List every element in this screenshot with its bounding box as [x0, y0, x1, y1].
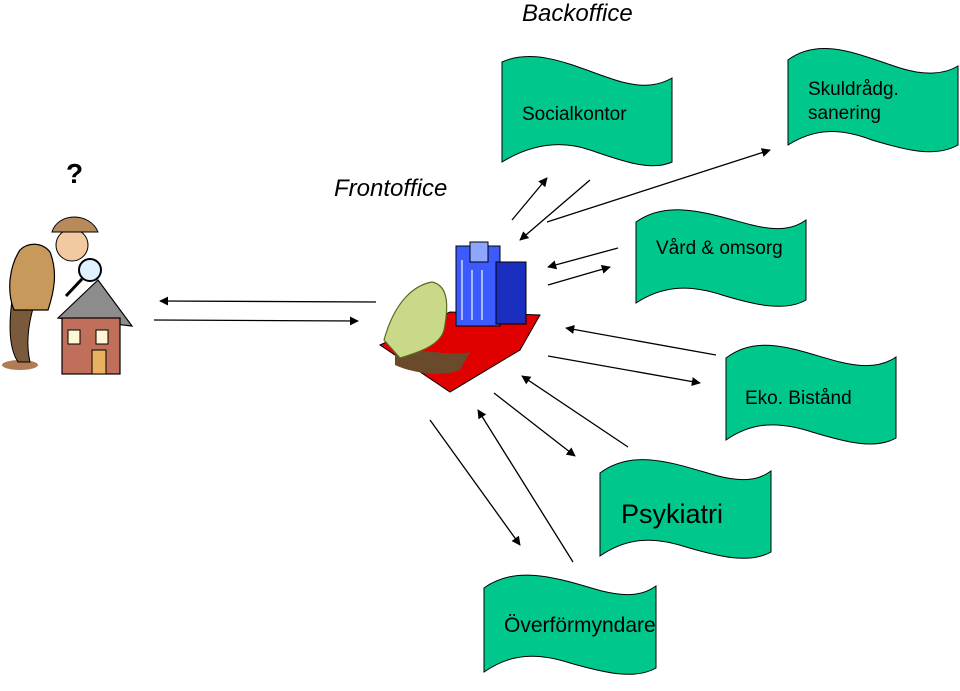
arrow-from-overformyndare: [477, 409, 574, 563]
arrow-frontoffice-to-detective: [159, 296, 377, 306]
flag-socialkontor: [501, 56, 673, 167]
psykiatri-label: Psykiatri: [621, 499, 724, 529]
arrow-to-skuldradg: [546, 148, 771, 223]
socialkontor-label: Socialkontor: [522, 104, 627, 125]
flag-skuldradg-sanering: [787, 48, 959, 153]
skuldradg-label: Skuldrådg.: [808, 79, 899, 100]
flag-eko-bistand: [725, 344, 897, 445]
frontoffice-title: Frontoffice: [334, 175, 448, 202]
arrow-to-overformyndare: [429, 419, 521, 546]
arrow-to-vard: [547, 264, 611, 286]
eko-bistand-label: Eko. Bistånd: [745, 388, 852, 409]
detective-with-magnifier-icon: [2, 216, 102, 370]
arrow-detective-to-frontoffice: [153, 316, 359, 326]
house-icon: [56, 279, 134, 375]
sanering-label: sanering: [808, 103, 881, 124]
vard-omsorg-label: Vård & omsorg: [656, 238, 783, 259]
flag-psykiatri: [599, 459, 772, 559]
arrow-from-socialkontor: [519, 179, 591, 241]
arrow-from-eko: [565, 324, 717, 356]
flag-overformyndare: [483, 574, 657, 675]
office-building-icon: [378, 241, 541, 393]
flag-vard-omsorg: [635, 209, 807, 307]
overformyndare-label: Överförmyndare: [504, 614, 656, 637]
arrows: [153, 148, 771, 563]
arrow-to-socialkontor: [511, 177, 548, 221]
arrow-from-vard: [547, 247, 619, 270]
arrow-from-psykiatri: [521, 375, 629, 448]
backoffice-title: Backoffice: [522, 0, 633, 27]
arrow-to-psykiatri: [493, 392, 576, 457]
arrow-to-eko: [547, 355, 701, 387]
question-mark: ?: [66, 158, 84, 189]
